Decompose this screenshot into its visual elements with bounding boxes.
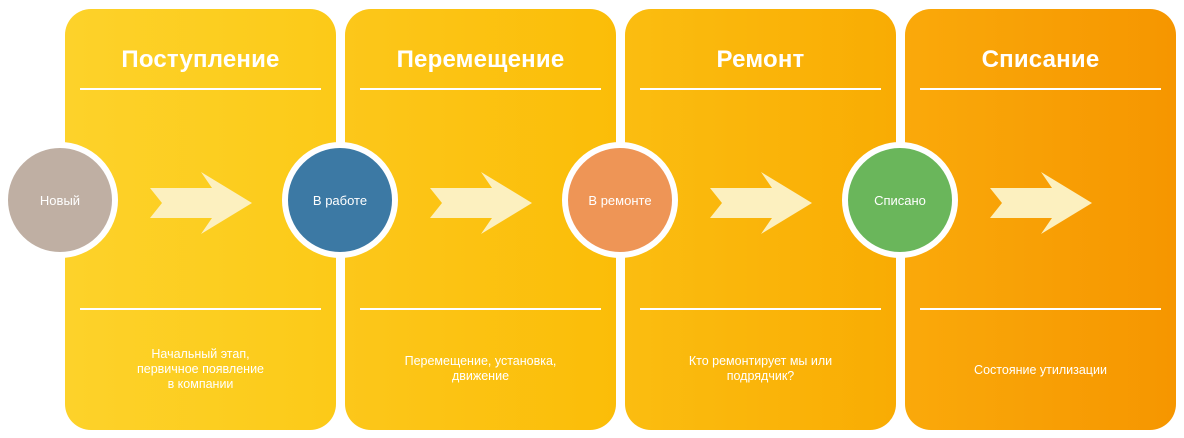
status-circle-new: Новый	[2, 142, 118, 258]
stage-title: Списание	[981, 46, 1100, 73]
description-line: движение	[451, 369, 510, 383]
status-label: В работе	[312, 192, 368, 208]
divider	[80, 88, 321, 90]
status-circle-written-off: Списано	[842, 142, 958, 258]
description-line: Кто ремонтирует мы или	[688, 354, 833, 368]
right-arrow-icon	[710, 172, 812, 234]
status-label: В ремонте	[588, 192, 652, 208]
stage-description: Начальный этап, первичное появление в ко…	[105, 347, 296, 392]
description-line: подрядчик?	[726, 369, 795, 383]
divider	[640, 308, 881, 310]
description-line: Состояние утилизации	[974, 363, 1107, 377]
divider	[640, 88, 881, 90]
divider	[360, 88, 601, 90]
stage-description: Кто ремонтирует мы или подрядчик?	[665, 354, 856, 384]
status-label: Новый	[39, 192, 81, 208]
stage-description: Состояние утилизации	[945, 363, 1136, 378]
description-line: в компании	[167, 377, 234, 391]
status-circle-in-work: В работе	[282, 142, 398, 258]
right-arrow-icon	[990, 172, 1092, 234]
description-line: Начальный этап,	[151, 347, 250, 361]
description-line: Перемещение, установка,	[404, 354, 557, 368]
status-label: Списано	[874, 192, 926, 208]
stage-title: Поступление	[121, 46, 280, 73]
stage-description: Перемещение, установка, движение	[385, 354, 576, 384]
divider	[80, 308, 321, 310]
description-line: первичное появление	[136, 362, 264, 376]
right-arrow-icon	[150, 172, 252, 234]
right-arrow-icon	[430, 172, 532, 234]
divider	[360, 308, 601, 310]
stage-title: Ремонт	[716, 46, 805, 73]
stage-title: Перемещение	[396, 46, 565, 73]
status-circle-in-repair: В ремонте	[562, 142, 678, 258]
divider	[920, 88, 1161, 90]
divider	[920, 308, 1161, 310]
